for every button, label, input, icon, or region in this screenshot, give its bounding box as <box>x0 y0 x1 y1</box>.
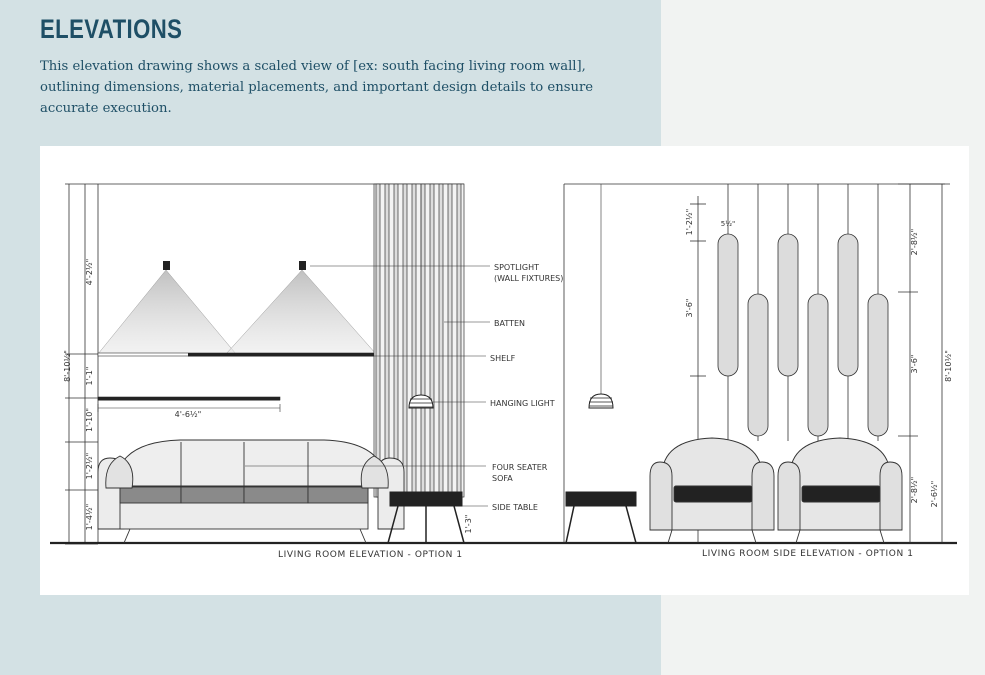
label-wall-fixtures: (WALL FIXTURES) <box>494 274 563 283</box>
dim-spot-height: 4'-2½" <box>85 259 94 286</box>
side-dimension-labels: 1'-2½" 3'-6" 5½" 2'-8½" 3'-6" 2'-8½" 2'-… <box>685 209 953 508</box>
label-side-table: SIDE TABLE <box>492 503 538 512</box>
label-spotlight: SPOTLIGHT <box>494 263 539 272</box>
side-elevation-caption: LIVING ROOM SIDE ELEVATION - OPTION 1 <box>702 549 914 559</box>
page-title: ELEVATIONS <box>40 14 183 44</box>
shelf-upper <box>97 352 375 357</box>
page-description: This elevation drawing shows a scaled vi… <box>40 59 594 116</box>
dim-side-mid-right: 3'-6" <box>910 355 919 374</box>
pendant-cluster <box>717 184 889 441</box>
label-sofa: SOFA <box>492 474 513 483</box>
dim-overall-height: 8'-10½" <box>63 350 72 382</box>
dim-side-top-right: 2'-8½" <box>910 229 919 256</box>
dim-sofa-seat: 1'-4½" <box>85 504 94 531</box>
shelf-lower <box>97 396 281 401</box>
callout-labels: SPOTLIGHT (WALL FIXTURES) BATTEN SHELF H… <box>490 263 563 512</box>
dim-side-overall: 8'-10½" <box>944 350 953 382</box>
hanging-light-side <box>588 184 614 409</box>
dim-shelf-width: 4'-6½" <box>175 410 202 419</box>
dim-side-low-right: 2'-8½" <box>910 477 919 504</box>
dim-pendant-width: 5½" <box>721 220 735 228</box>
elevation-drawing: 8'-10½" 4'-2½" 1'-1" 1'-10" 1'-2½" 1'-4½… <box>40 146 969 595</box>
dim-shelf-gap: 1'-1" <box>85 367 94 386</box>
side-table-front <box>387 491 465 544</box>
label-batten: BATTEN <box>494 319 525 328</box>
dim-lower-shelf: 1'-10" <box>85 408 94 432</box>
spotlight-right <box>225 261 377 355</box>
elevation-svg: 8'-10½" 4'-2½" 1'-1" 1'-10" 1'-2½" 1'-4½… <box>50 183 957 560</box>
dim-side-base-right: 2'-6½" <box>930 481 939 508</box>
side-table-side <box>565 491 637 544</box>
dim-table-height: 1'-3" <box>464 515 473 534</box>
dim-side-top-left: 1'-2½" <box>685 209 694 236</box>
hanging-light-front <box>408 184 434 409</box>
label-shelf: SHELF <box>490 354 516 363</box>
dim-sofa-back: 1'-2½" <box>85 453 94 480</box>
shelf-width-dimension <box>97 404 281 412</box>
front-dimension-labels: 8'-10½" 4'-2½" 1'-1" 1'-10" 1'-2½" 1'-4½… <box>63 259 473 534</box>
batten-panel <box>373 183 465 498</box>
dim-side-mid-left: 3'-6" <box>685 299 694 318</box>
label-four-seater: FOUR SEATER <box>492 463 548 472</box>
spotlight-left <box>97 261 237 355</box>
label-hanging-light: HANGING LIGHT <box>490 399 555 408</box>
four-seater-sofa <box>97 439 405 544</box>
front-elevation-caption: LIVING ROOM ELEVATION - OPTION 1 <box>278 550 463 560</box>
leader-lines <box>245 265 490 507</box>
armchair-left <box>649 437 775 544</box>
armchair-right <box>777 437 903 544</box>
